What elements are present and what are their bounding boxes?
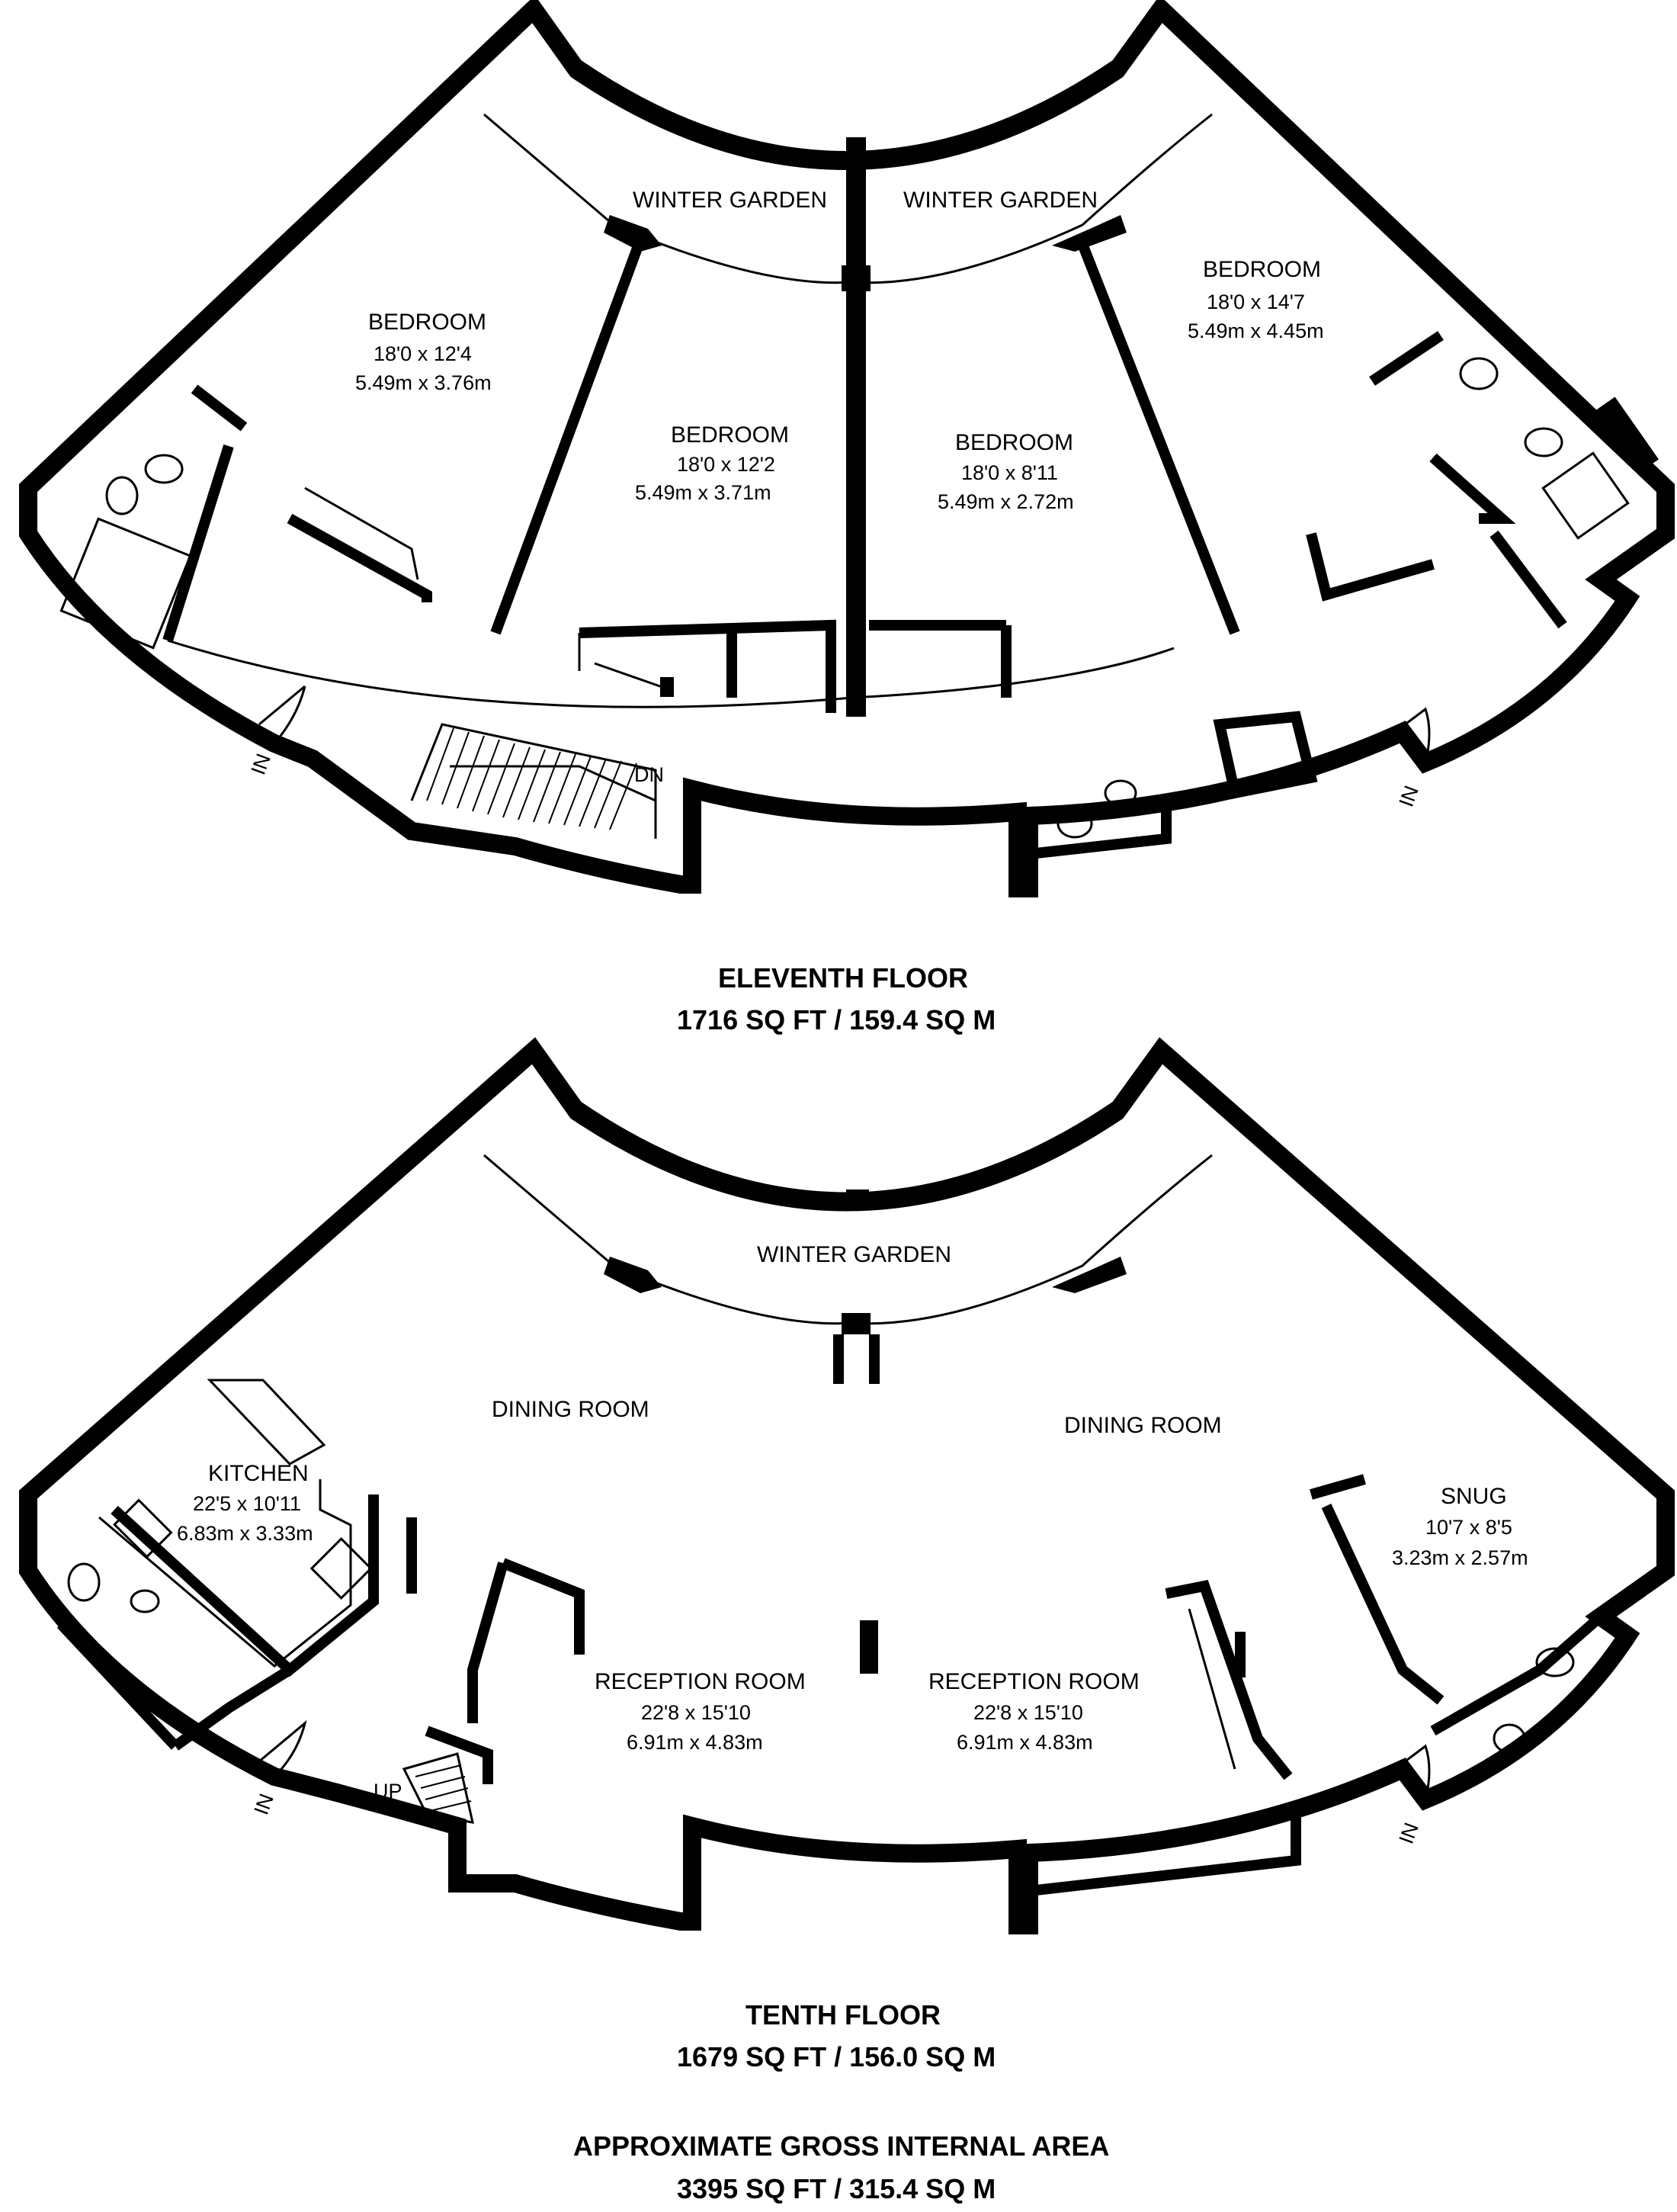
hob-icon — [309, 1536, 373, 1600]
eleventh-right-door — [1394, 707, 1431, 763]
gross-area-value: 3395 SQ FT / 315.4 SQ M — [677, 2173, 996, 2204]
floor-area: 1679 SQ FT / 156.0 SQ M — [677, 2041, 996, 2072]
snug-wall — [1165, 1474, 1445, 1780]
room-dimensions-metric: 3.23m x 2.57m — [1392, 1546, 1528, 1569]
tenth-floor-plan — [19, 1037, 1675, 1934]
room-dimensions-imperial: 22'8 x 15'10 — [973, 1701, 1083, 1724]
tenth-outer-wall — [19, 1037, 1675, 1934]
sink-icon — [113, 1498, 173, 1559]
winter-garden-label: WINTER GARDEN — [757, 1242, 951, 1267]
tenth-left-lobby-wall — [406, 1517, 585, 1784]
room-name: RECEPTION ROOM — [928, 1669, 1140, 1694]
room-dimensions-metric: 6.83m x 3.33m — [177, 1522, 313, 1545]
shower-icon — [1541, 451, 1630, 540]
tenth-stairs — [402, 1752, 474, 1824]
tenth-left-door — [258, 1719, 307, 1778]
room-name: DINING ROOM — [1064, 1413, 1222, 1438]
basin-icon — [130, 1589, 160, 1613]
eleventh-bedroom-wall-2 — [1077, 242, 1240, 635]
eleventh-central-pillar — [846, 137, 866, 717]
room-dimensions-imperial: 18'0 x 12'2 — [677, 453, 775, 476]
floor-area: 1716 SQ FT / 159.4 SQ M — [677, 1004, 996, 1035]
floor-title: ELEVENTH FLOOR — [718, 962, 968, 994]
entrance-label: IN — [1394, 782, 1422, 810]
winter-garden-label: WINTER GARDEN — [633, 188, 827, 213]
room-name: KITCHEN — [208, 1461, 309, 1486]
room-dimensions-metric: 5.49m x 3.76m — [355, 371, 492, 394]
room-name: BEDROOM — [1203, 257, 1321, 282]
room-dimensions-metric: 6.91m x 4.83m — [627, 1731, 763, 1754]
kitchen-wall — [111, 1494, 379, 1751]
basin-icon — [105, 476, 139, 515]
eleventh-left-door — [258, 685, 306, 744]
room-name: BEDROOM — [671, 422, 789, 448]
room-dimensions-imperial: 22'8 x 15'10 — [641, 1701, 751, 1724]
bathtub — [59, 517, 192, 650]
room-dimensions-imperial: 10'7 x 8'5 — [1425, 1516, 1512, 1539]
eleventh-left-bathroom-wall — [162, 384, 248, 643]
entrance-label: IN — [1394, 1819, 1422, 1847]
eleventh-bedroom-wall-1 — [490, 242, 644, 635]
entrance-label: IN — [246, 750, 274, 778]
toilet-icon — [144, 454, 184, 484]
room-dimensions-imperial: 18'0 x 8'11 — [961, 461, 1058, 484]
winter-garden-label: WINTER GARDEN — [903, 188, 1098, 213]
room-name: BEDROOM — [955, 430, 1073, 455]
floor-title: TENTH FLOOR — [746, 1999, 941, 2031]
room-dimensions-imperial: 18'0 x 12'4 — [374, 342, 472, 365]
tenth-right-door — [1394, 1744, 1431, 1800]
room-name: BEDROOM — [368, 310, 486, 335]
eleventh-stairs — [410, 723, 657, 839]
eleventh-floor-plan — [19, 0, 1675, 897]
basin-icon — [1493, 1723, 1526, 1754]
room-name: DINING ROOM — [492, 1397, 649, 1422]
stairs-label: UP — [374, 1780, 402, 1803]
toilet-icon — [1057, 808, 1093, 839]
eleventh-glazing — [576, 69, 1117, 162]
basin-icon — [1459, 357, 1499, 390]
toilet-icon — [1524, 427, 1563, 457]
toilet-icon — [1535, 1647, 1575, 1677]
stairs-label: DN — [634, 763, 664, 786]
room-dimensions-metric: 5.49m x 2.72m — [938, 490, 1074, 513]
gross-area-title: APPROXIMATE GROSS INTERNAL AREA — [573, 2130, 1109, 2162]
room-name: RECEPTION ROOM — [595, 1669, 806, 1694]
room-dimensions-metric: 5.49m x 3.71m — [635, 481, 771, 504]
central-column — [860, 1620, 878, 1674]
room-dimensions-metric: 5.49m x 4.45m — [1188, 319, 1324, 342]
kitchen-island — [207, 1379, 326, 1466]
room-dimensions-imperial: 18'0 x 14'7 — [1207, 291, 1305, 313]
toilet-icon — [67, 1562, 101, 1602]
room-dimensions-metric: 6.91m x 4.83m — [957, 1731, 1093, 1754]
entrance-label: IN — [249, 1790, 277, 1818]
room-dimensions-imperial: 22'5 x 10'11 — [193, 1492, 301, 1515]
eleventh-guest-wc — [1024, 711, 1318, 860]
room-name: SNUG — [1441, 1484, 1507, 1509]
eleventh-right-bathroom-wall — [1369, 331, 1516, 524]
basin-icon — [1104, 779, 1137, 807]
